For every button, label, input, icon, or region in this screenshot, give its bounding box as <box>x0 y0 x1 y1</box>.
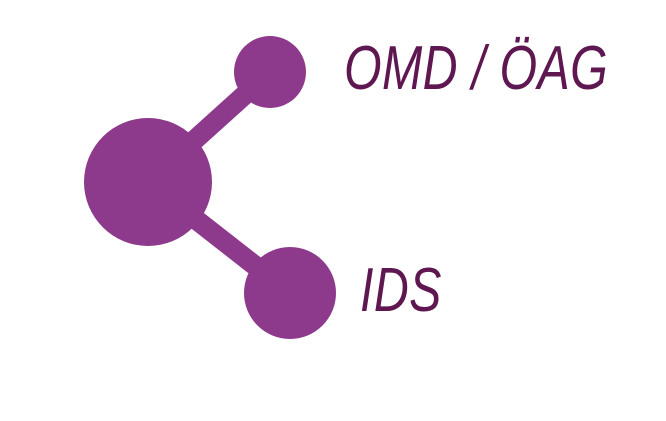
node-hub <box>84 118 212 246</box>
node-label-bottom: IDS <box>360 256 442 325</box>
node-top <box>234 36 306 108</box>
node-label-top: OMD / ÖAG <box>344 34 609 103</box>
node-bottom <box>244 247 336 339</box>
